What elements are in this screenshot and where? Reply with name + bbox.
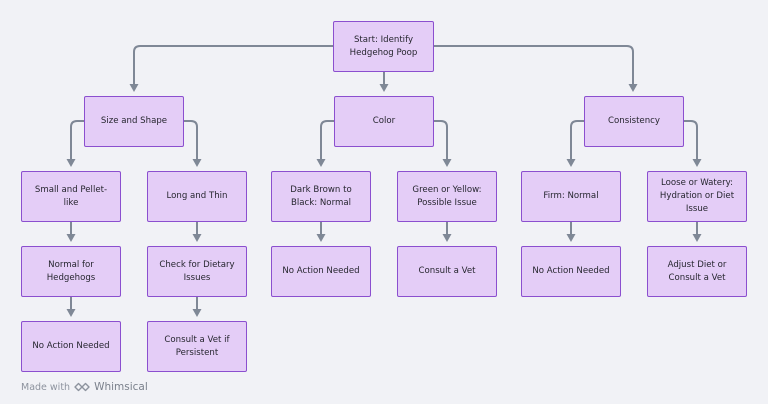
connector-color-to-green — [433, 120, 452, 167]
connector-start-to-size — [129, 45, 334, 92]
node-firm-normal[interactable]: Firm: Normal — [521, 171, 621, 222]
node-start[interactable]: Start: Identify Hedgehog Poop — [333, 21, 434, 72]
node-consult-vet-if-persistent[interactable]: Consult a Vet if Persistent — [147, 321, 247, 372]
connector-dark-to-no-action — [316, 221, 326, 242]
node-normal-for-hedgehogs[interactable]: Normal for Hedgehogs — [21, 246, 121, 297]
connector-check-to-consult — [192, 296, 202, 317]
node-color[interactable]: Color — [334, 96, 434, 147]
node-consistency[interactable]: Consistency — [584, 96, 684, 147]
node-no-action-needed-consistency[interactable]: No Action Needed — [521, 246, 621, 297]
connector-firm-to-no-action — [566, 221, 576, 242]
node-dark-brown-to-black[interactable]: Dark Brown to Black: Normal — [271, 171, 371, 222]
node-consult-a-vet[interactable]: Consult a Vet — [397, 246, 497, 297]
whimsical-brand-label: Whimsical — [94, 381, 148, 393]
connector-size-to-long — [183, 120, 202, 167]
node-green-or-yellow[interactable]: Green or Yellow: Possible Issue — [397, 171, 497, 222]
whimsical-logo-icon — [74, 382, 90, 392]
connector-green-to-consult — [442, 221, 452, 242]
made-with-label: Made with — [21, 381, 71, 393]
node-loose-or-watery[interactable]: Loose or Watery: Hydration or Diet Issue — [647, 171, 747, 222]
connector-consistency-to-firm — [566, 120, 585, 167]
connector-long-to-check — [192, 221, 202, 242]
node-small-and-pellet-like[interactable]: Small and Pellet-like — [21, 171, 121, 222]
node-long-and-thin[interactable]: Long and Thin — [147, 171, 247, 222]
node-no-action-needed-color[interactable]: No Action Needed — [271, 246, 371, 297]
connector-start-to-consistency — [433, 45, 638, 92]
connector-size-to-small — [66, 120, 85, 167]
made-with-footer[interactable]: Made with Whimsical — [21, 381, 148, 393]
connector-start-to-color — [379, 71, 389, 92]
node-adjust-diet[interactable]: Adjust Diet or Consult a Vet — [647, 246, 747, 297]
connector-normal-to-no-action — [66, 296, 76, 317]
connector-small-to-normal — [66, 221, 76, 242]
connector-loose-to-adjust — [692, 221, 702, 242]
node-no-action-needed-size[interactable]: No Action Needed — [21, 321, 121, 372]
connector-color-to-dark — [316, 120, 335, 167]
node-size-and-shape[interactable]: Size and Shape — [84, 96, 184, 147]
node-check-for-dietary-issues[interactable]: Check for Dietary Issues — [147, 246, 247, 297]
connector-consistency-to-loose — [683, 120, 702, 167]
